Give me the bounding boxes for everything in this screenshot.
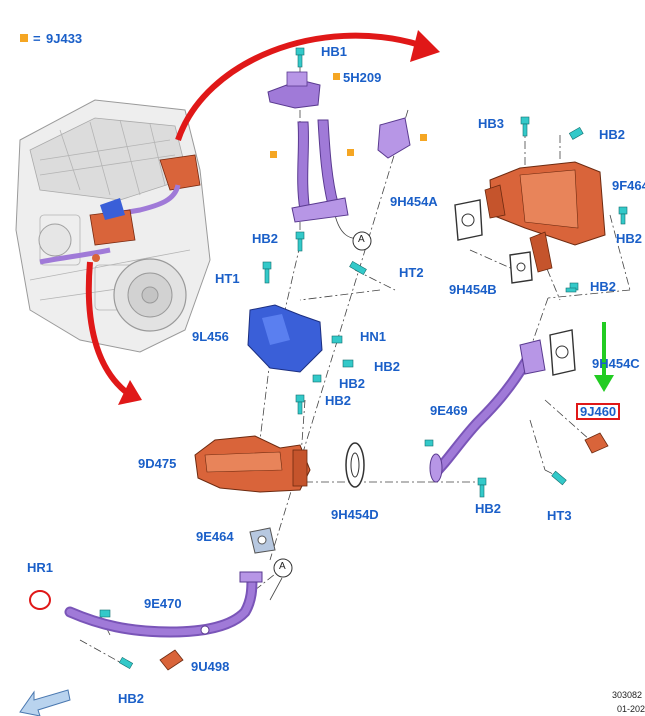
label-hb2-f: HB2 xyxy=(475,501,502,516)
gasket-hr1 xyxy=(29,590,51,610)
egr-cooler-9f464 xyxy=(484,161,606,273)
label-hb2-d: HB2 xyxy=(339,376,366,391)
label-hb2-c: HB2 xyxy=(374,359,401,374)
label-hb2-top: HB2 xyxy=(599,127,626,142)
label-9u498: 9U498 xyxy=(191,659,230,674)
label-9h454d: 9H454D xyxy=(331,507,379,522)
reference-number: 303082 xyxy=(612,690,643,700)
legend-square-icon xyxy=(20,34,28,42)
label-ht3: HT3 xyxy=(547,508,572,523)
bracket-9l456 xyxy=(247,304,323,373)
label-9d475: 9D475 xyxy=(138,456,177,471)
label-hb3: HB3 xyxy=(478,116,505,131)
label-hb2-right: HB2 xyxy=(616,231,643,246)
reference-date: 01-202 xyxy=(617,704,645,714)
label-hr1: HR1 xyxy=(27,560,54,575)
label-9e470: 9E470 xyxy=(144,596,182,611)
gasket-9h454c xyxy=(549,329,576,376)
legend-code: 9J433 xyxy=(46,31,83,46)
label-9f464: 9F464 xyxy=(612,178,645,193)
marker-square-icon xyxy=(347,149,354,156)
label-5h209: 5H209 xyxy=(343,70,382,85)
label-9j460-highlighted: 9J460 xyxy=(576,403,621,420)
callout-circle-lower xyxy=(273,558,293,578)
label-hb2-g: HB2 xyxy=(118,691,145,706)
label-hb2-a: HB2 xyxy=(252,231,279,246)
legend-equals: = xyxy=(33,31,41,46)
egr-valve-9d475 xyxy=(194,435,311,493)
gasket-9e464 xyxy=(249,527,276,554)
label-hb2-b: HB2 xyxy=(590,279,617,294)
marker-square-icon xyxy=(420,134,427,141)
direction-arrow-icon xyxy=(19,689,71,716)
label-hb1: HB1 xyxy=(321,44,348,59)
sensor-9u498 xyxy=(159,649,184,671)
egr-tube-9e469 xyxy=(429,339,546,483)
label-9h454c: 9H454C xyxy=(592,356,640,371)
label-9l456: 9L456 xyxy=(192,329,229,344)
label-hb2-e: HB2 xyxy=(325,393,352,408)
label-9e469: 9E469 xyxy=(430,403,468,418)
egr-tube-9e470 xyxy=(64,571,263,638)
marker-square-icon xyxy=(333,73,340,80)
bracket-5h209 xyxy=(267,71,411,223)
label-9h454b: 9H454B xyxy=(449,282,497,297)
label-9h454a: 9H454A xyxy=(390,194,438,209)
gasket-9h454b xyxy=(509,251,533,284)
gasket-9h454a xyxy=(454,199,483,241)
callout-letter-upper: A xyxy=(358,234,365,245)
label-hn1: HN1 xyxy=(360,329,387,344)
bolt-set xyxy=(99,47,628,670)
engine-block-illustration xyxy=(15,99,211,353)
label-ht2: HT2 xyxy=(399,265,424,280)
gasket-9h454d xyxy=(345,442,365,488)
callout-letter-lower: A xyxy=(279,561,286,572)
sensor-9j460 xyxy=(584,432,609,454)
label-ht1: HT1 xyxy=(215,271,240,286)
label-9e464: 9E464 xyxy=(196,529,234,544)
marker-square-icon xyxy=(270,151,277,158)
callout-circle-upper xyxy=(352,231,372,251)
